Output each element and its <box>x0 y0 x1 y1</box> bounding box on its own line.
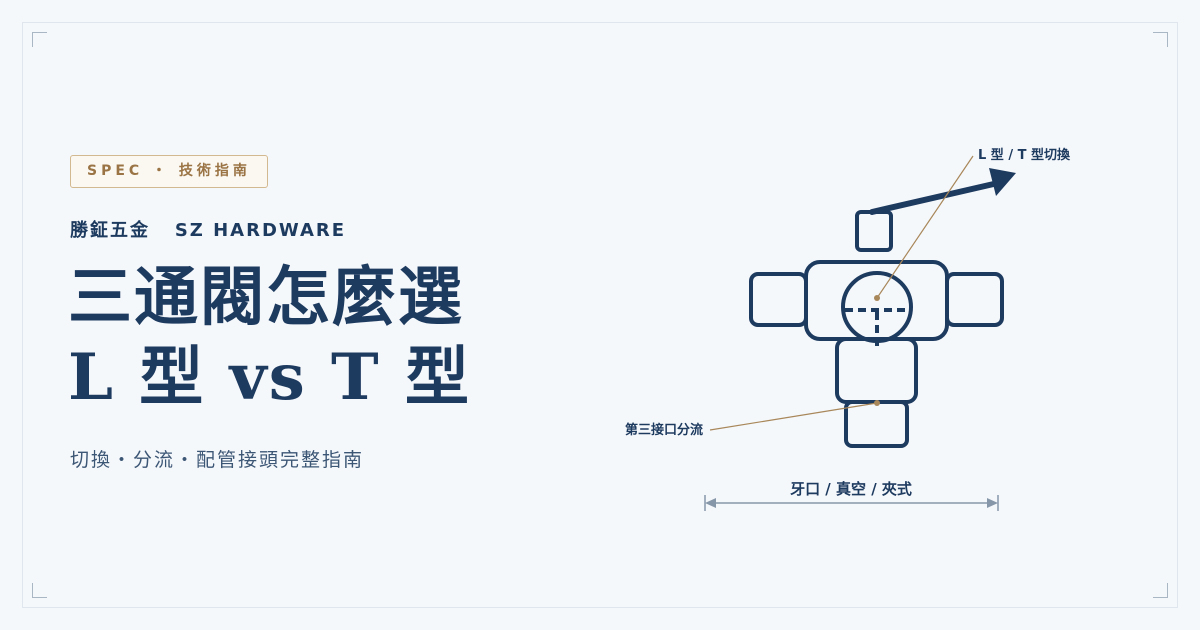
handle-lever-arrow <box>869 168 1016 215</box>
corner-mark-bottom-left <box>32 583 47 598</box>
valve-port-left <box>749 272 808 327</box>
corner-mark-top-left <box>32 32 47 47</box>
corner-mark-bottom-right <box>1153 583 1168 598</box>
headline: 三通閥怎麼選 L 型 vs T 型 <box>68 258 471 418</box>
valve-port-bottom-upper <box>835 337 918 404</box>
subtitle: 切換・分流・配管接頭完整指南 <box>70 449 365 471</box>
headline-line-2: L 型 vs T 型 <box>68 340 471 415</box>
page-frame <box>22 22 1178 608</box>
brand-name-zh: 勝鉦五金 <box>70 220 150 241</box>
callout-left: 第三接口分流 <box>625 400 880 438</box>
corner-mark-top-right <box>1153 32 1168 47</box>
brand-name-en: SZ HARDWARE <box>174 220 347 241</box>
callout-left-label: 第三接口分流 <box>625 422 703 438</box>
valve-port-right <box>945 272 1004 327</box>
dimension-label: 牙口 / 真空 / 夾式 <box>790 480 912 498</box>
valve-port-bottom-lower <box>844 400 909 448</box>
dimension-line: 牙口 / 真空 / 夾式 <box>704 480 999 511</box>
brand-line: 勝鉦五金 SZ HARDWARE <box>70 216 346 242</box>
callout-top: L 型 / T 型切換 <box>874 147 1071 301</box>
spec-badge: SPEC ・ 技術指南 <box>70 155 268 188</box>
callout-top-label: L 型 / T 型切換 <box>978 147 1071 163</box>
headline-line-1: 三通閥怎麼選 <box>68 260 464 335</box>
valve-handle-stem <box>855 210 893 252</box>
